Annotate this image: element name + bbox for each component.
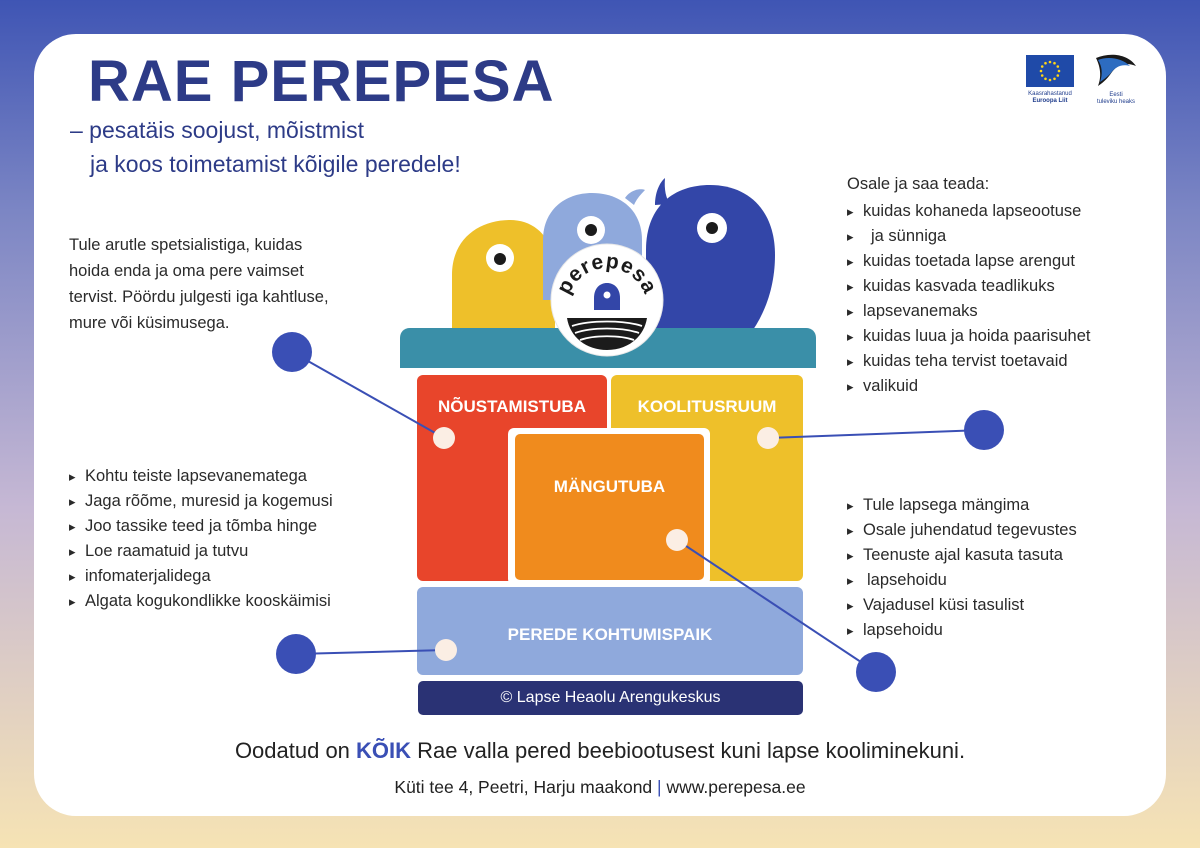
eu-text-line-2: Euroopa Liit (1032, 98, 1068, 104)
eu-text-line-1: Kaasrahastanud (1028, 91, 1072, 97)
list-item: kuidas kasvada teadlikuks (847, 274, 1147, 299)
list-item: kuidas luua ja hoida paarisuhet (847, 324, 1147, 349)
list-item-continuation: lapsevanemaks (847, 299, 1147, 324)
footer-keyword: KÕIK (356, 738, 412, 763)
list-item-continuation: ja sünniga (847, 224, 1147, 249)
list-item: kuidas toetada lapse arengut (847, 249, 1147, 274)
playroom-list: Tule lapsega mängima Osale juhendatud te… (847, 493, 1147, 643)
subtitle-line-2: ja koos toimetamist kõigile peredele! (90, 151, 461, 177)
list-item: Osale juhendatud tegevustes (847, 518, 1147, 543)
separator: | (657, 777, 662, 797)
list-item: Vajadusel küsi tasulist (847, 593, 1147, 618)
copyright-bar: © Lapse Heaolu Arengukeskus (418, 681, 803, 715)
room-mangutuba (515, 434, 704, 580)
pointer-dot-training (964, 410, 1004, 450)
list-item: Teenuste ajal kasuta tasuta (847, 543, 1147, 568)
list-item: Algata kogukondlikke kooskäimisi (69, 589, 399, 614)
list-item-continuation: infomaterjalidega (69, 564, 399, 589)
estonia-text-line-1: Eesti (1109, 92, 1123, 98)
counselling-line-1: Tule arutle spetsialistiga, kuidas (69, 236, 303, 254)
room-label-noustamistuba: NÕUSTAMISTUBA (438, 397, 586, 416)
room-label-koolitusruum: KOOLITUSRUUM (637, 397, 777, 416)
footer-invitation: Oodatud on KÕIK Rae valla pered beebioot… (0, 738, 1200, 764)
pointer-dot-meeting (276, 634, 316, 674)
footer-text-after: Rae valla pered beebiootusest kuni lapse… (411, 738, 966, 763)
footer-contact: Küti tee 4, Peetri, Harju maakond | www.… (0, 777, 1200, 798)
room-label-perede-kohtumispaik: PEREDE KOHTUMISPAIK (507, 625, 713, 644)
list-item: Joo tassike teed ja tõmba hinge (69, 514, 399, 539)
list-item: Kohtu teiste lapsevanematega (69, 464, 399, 489)
training-list: kuidas kohaneda lapseootuse ja sünniga k… (847, 199, 1147, 399)
eu-flag-logo (1026, 55, 1074, 87)
address: Küti tee 4, Peetri, Harju maakond (394, 777, 653, 797)
counselling-description: Tule arutle spetsialistiga, kuidas hoida… (69, 232, 329, 336)
counselling-line-2: hoida enda ja oma pere vaimset (69, 262, 304, 280)
footer-text-before: Oodatud on (234, 738, 357, 763)
list-item: kuidas kohaneda lapseootuse (847, 199, 1147, 224)
perepesa-logo-text: perepesa (553, 250, 662, 298)
perepesa-wordmark: perepesa (553, 250, 661, 298)
eu-logo-text: Kaasrahastanud Euroopa Liit (1020, 91, 1080, 105)
counselling-line-3: tervist. Pöördu julgesti iga kahtluse, (69, 288, 329, 306)
training-lead: Osale ja saa teada: (847, 175, 990, 193)
counselling-line-4: mure või küsimusega. (69, 314, 230, 332)
website-link[interactable]: www.perepesa.ee (666, 777, 806, 797)
room-label-mangutuba: MÄNGUTUBA (553, 477, 666, 496)
list-item-continuation: valikuid (847, 374, 1147, 399)
list-item: Tule lapsega mängima (847, 493, 1147, 518)
list-item: Jaga rõõme, muresid ja kogemusi (69, 489, 399, 514)
estonia-text-line-2: tuleviku heaks (1096, 99, 1136, 105)
pointer-dot-playroom (856, 652, 896, 692)
eu-stars-icon (1039, 60, 1061, 82)
list-item: Loe raamatuid ja tutvu (69, 539, 399, 564)
navy-bird-icon (646, 178, 775, 355)
subtitle-line-1: – pesatäis soojust, mõistmist (70, 117, 365, 143)
yellow-bird-icon (452, 220, 556, 335)
pointer-dot-counselling (272, 332, 312, 372)
list-item-continuation: lapsehoidu (847, 618, 1147, 643)
meeting-place-list: Kohtu teiste lapsevanematega Jaga rõõme,… (69, 464, 399, 614)
page-title: RAE PEREPESA (88, 49, 555, 114)
list-item-continuation: lapsehoidu (847, 568, 1147, 593)
room-perede-kohtumispaik (417, 587, 803, 675)
svg-text:perepesa: perepesa (553, 250, 662, 298)
estonia-swallow-logo (1096, 54, 1136, 86)
perepesa-logo-icon (550, 243, 664, 357)
list-item: kuidas teha tervist toetavaid (847, 349, 1147, 374)
estonia-logo-text: Eesti tuleviku heaks (1088, 92, 1144, 106)
